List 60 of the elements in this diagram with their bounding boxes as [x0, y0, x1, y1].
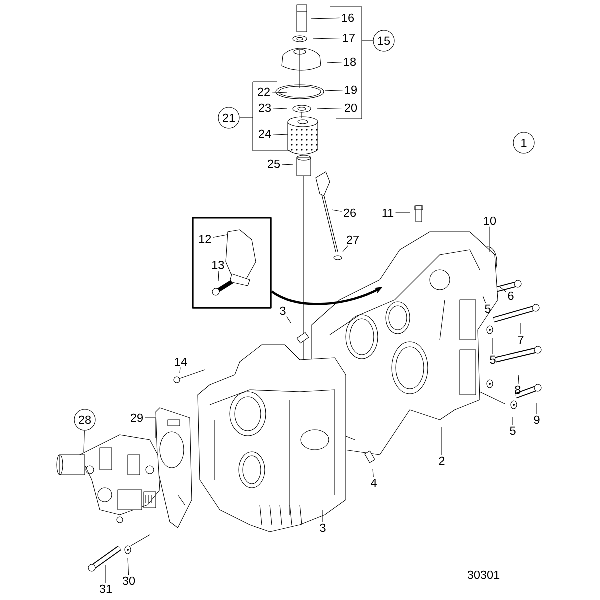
- callout-number: 9: [534, 416, 540, 424]
- callout-number: 31: [100, 584, 112, 594]
- callout-number: 12: [200, 235, 212, 244]
- callout-number: 29: [131, 414, 143, 422]
- callout-number: 16: [342, 14, 354, 22]
- leader-line: [500, 286, 506, 292]
- callout-number: 5: [485, 304, 491, 314]
- leader-line: [520, 322, 522, 335]
- leader-line: [272, 92, 288, 94]
- leader-line: [536, 402, 538, 414]
- leader-line: [84, 430, 85, 452]
- leader-line: [272, 134, 288, 136]
- leader-line: [322, 510, 324, 522]
- callout-number: 26: [344, 208, 356, 218]
- leader-line: [324, 90, 344, 92]
- leader-line: [312, 38, 342, 40]
- leader-line: [492, 338, 494, 355]
- leader-line: [180, 367, 181, 374]
- leader-line: [332, 210, 342, 212]
- leader-line: [396, 212, 410, 214]
- leader-line: [128, 558, 130, 576]
- leader-line: [218, 270, 220, 282]
- callout-number: 4: [371, 478, 377, 488]
- leader-line: [342, 246, 348, 252]
- callout-number: 11: [382, 208, 394, 218]
- leader-line: [512, 416, 514, 426]
- callout-number: 24: [259, 130, 272, 138]
- leader-line: [482, 296, 486, 304]
- callout-number: 3: [280, 306, 286, 316]
- callout-number: 5: [490, 356, 496, 364]
- callout-number: 3: [320, 524, 326, 532]
- callout-number: 25: [268, 160, 280, 168]
- callout-number: 2: [439, 456, 445, 466]
- callout-number: 6: [508, 292, 514, 300]
- inset-frame: [192, 217, 272, 309]
- leader-line: [282, 164, 294, 166]
- drawing-number: 30301: [468, 570, 500, 580]
- leader-line: [316, 108, 344, 110]
- leader-line: [326, 62, 342, 64]
- callout-number: 10: [484, 216, 496, 226]
- callout-number: 22: [258, 88, 270, 96]
- callout-number: 20: [345, 104, 358, 112]
- callout-number: 23: [259, 104, 272, 112]
- callout-number: 18: [344, 58, 356, 66]
- callout-number: 19: [345, 86, 357, 94]
- leader-line: [144, 418, 156, 438]
- leader-line: [286, 316, 292, 324]
- leader-line: [372, 468, 374, 478]
- callout-number: 14: [175, 358, 188, 366]
- leader-line: [310, 18, 340, 20]
- callout-number: 7: [518, 336, 524, 344]
- leader-line: [518, 374, 520, 384]
- leader-line: [213, 234, 228, 238]
- callout-number: 17: [343, 34, 355, 42]
- callout-number: 5: [510, 426, 516, 436]
- leader-line: [272, 108, 288, 110]
- callout-number: 27: [347, 236, 359, 244]
- callout-number: 30: [122, 576, 136, 586]
- callout-number: 13: [212, 260, 224, 270]
- callout-number: 8: [515, 386, 521, 394]
